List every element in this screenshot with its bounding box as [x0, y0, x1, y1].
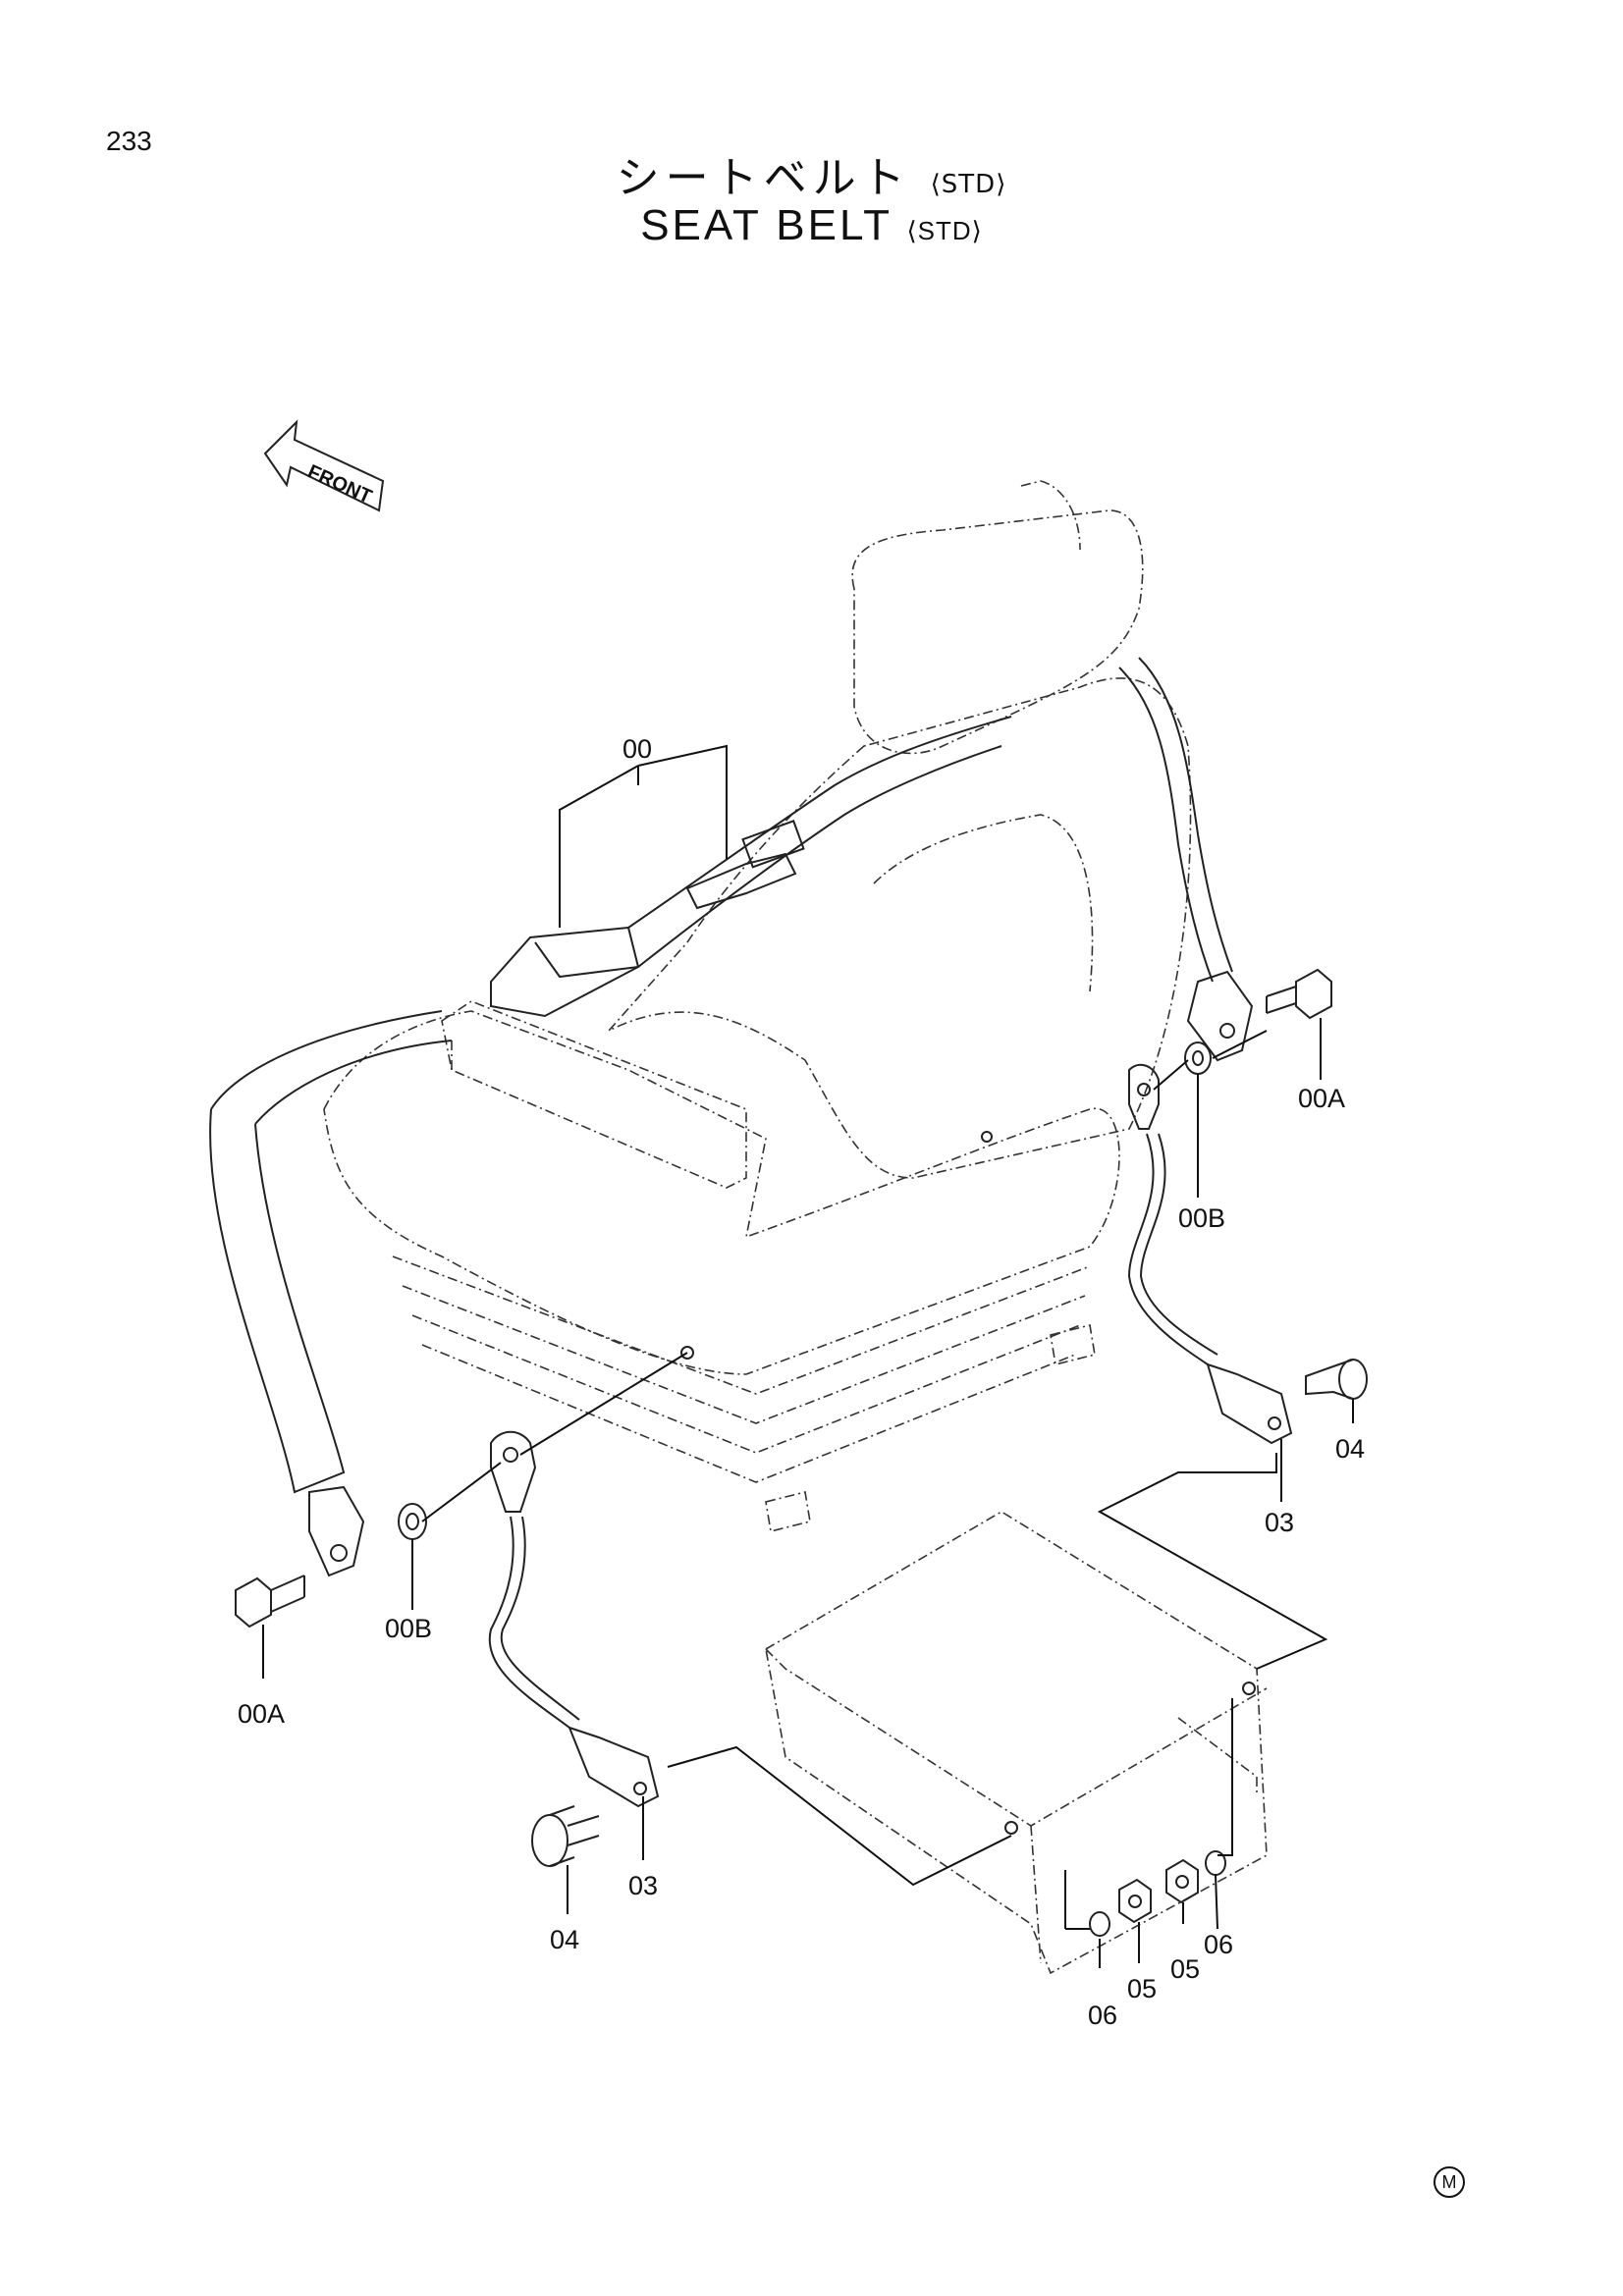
nut-right-05 — [1165, 1858, 1199, 1904]
callout-00a-right: 00A — [1298, 1084, 1345, 1113]
title-variant-jp: ⟨STD⟩ — [930, 170, 1007, 199]
bolt-left-00a — [235, 1575, 305, 1629]
lock-washer-left-06 — [1089, 1911, 1110, 1937]
mounting-bracket — [765, 1511, 1268, 1975]
seat-outline — [323, 480, 1192, 1532]
title-japanese-text: シートベルト — [616, 153, 911, 203]
callout-00b-right: 00B — [1178, 1203, 1225, 1233]
screw-right-04 — [1305, 1359, 1368, 1400]
callout-05-right: 05 — [1170, 1954, 1200, 1984]
front-arrow: FRONT — [263, 419, 385, 512]
callout-04-left: 04 — [550, 1925, 579, 1954]
bolt-right-00a — [1266, 968, 1332, 1020]
seat-belt-webbing — [209, 657, 1254, 1577]
leader-lines — [262, 744, 1354, 1968]
callout-00b-left: 00B — [385, 1614, 432, 1643]
title-english-text: SEAT BELT — [640, 201, 893, 249]
washer-right-00b — [1184, 1041, 1212, 1075]
ground-cable-left-03 — [488, 1430, 660, 1808]
screw-left-04 — [531, 1805, 600, 1867]
callout-03-right: 03 — [1265, 1508, 1294, 1537]
front-arrow-label: FRONT — [304, 460, 375, 507]
title-variant-en: ⟨STD⟩ — [906, 216, 983, 245]
callout-00a-left: 00A — [238, 1699, 285, 1729]
callout-03-left: 03 — [628, 1871, 658, 1900]
title-english: SEAT BELT ⟨STD⟩ — [0, 201, 1623, 250]
title-japanese: シートベルト ⟨STD⟩ — [0, 142, 1623, 205]
callout-00: 00 — [622, 734, 652, 764]
callout-06-left: 06 — [1088, 2001, 1117, 2030]
callout-04-right: 04 — [1335, 1434, 1365, 1464]
callout-06-right: 06 — [1204, 1930, 1233, 1959]
nut-left-05 — [1118, 1878, 1152, 1924]
washer-left-00b — [398, 1503, 427, 1540]
manufacturer-mark: M — [1434, 2166, 1465, 2198]
page-number: 233 — [106, 126, 152, 156]
ground-cable-right-03 — [1127, 1063, 1293, 1445]
callout-05-left: 05 — [1127, 1974, 1157, 2003]
